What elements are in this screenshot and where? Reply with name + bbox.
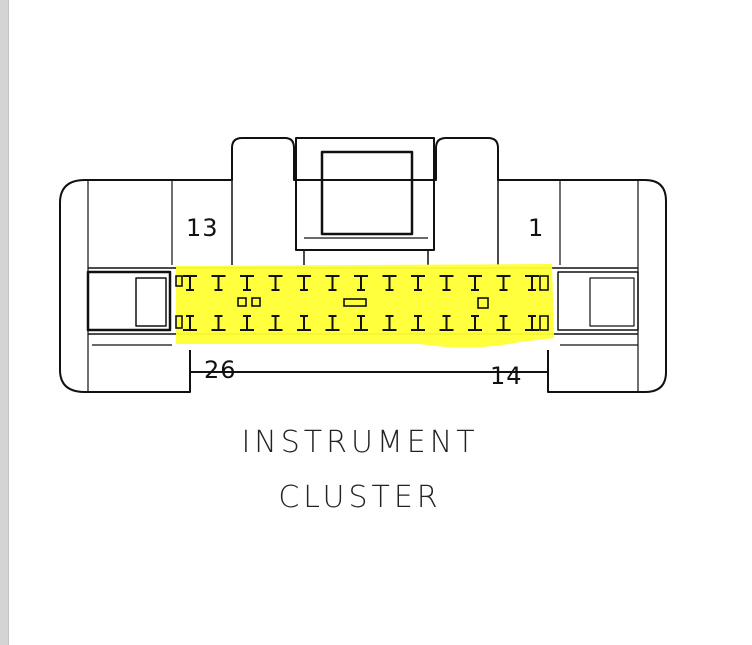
caption-line-1: INSTRUMENT (241, 425, 479, 460)
terminal-pin-top (268, 275, 283, 291)
terminal-pin-top (183, 275, 197, 291)
top-pin-row (183, 275, 539, 291)
key-tab (251, 297, 261, 307)
bottom-pin-row (183, 315, 539, 331)
terminal-pin-top (411, 275, 425, 291)
terminal-pin-top (525, 275, 539, 291)
terminal-pin-top (297, 275, 311, 291)
terminal-pin-top (240, 275, 254, 291)
end-tab (539, 315, 549, 331)
terminal-pin-top (325, 275, 340, 291)
terminal-pin-top (468, 275, 482, 291)
terminal-pin-bottom (211, 315, 226, 331)
pin-label-13: 13 (186, 214, 219, 242)
caption-line-2: CLUSTER (278, 480, 442, 515)
center-latch (295, 137, 435, 251)
right-cavity (557, 271, 639, 331)
terminal-pin-bottom (240, 315, 254, 331)
end-tab (175, 275, 183, 287)
left-cavity (86, 270, 172, 332)
end-tab (539, 275, 549, 291)
terminal-pin-top (496, 275, 511, 291)
key-tab (343, 298, 367, 307)
terminal-pin-top (211, 275, 226, 291)
key-tab (237, 297, 247, 307)
page-left-border (0, 0, 9, 645)
terminal-pin-bottom (525, 315, 539, 331)
pin-label-26: 26 (204, 356, 237, 384)
connector-housing-outline (59, 137, 667, 393)
terminal-pin-bottom (382, 315, 397, 331)
terminal-pin-bottom (268, 315, 283, 331)
key-tab (477, 297, 489, 309)
terminal-pin-top (439, 275, 454, 291)
terminal-pin-bottom (411, 315, 425, 331)
end-tab (175, 315, 183, 329)
terminal-pin-bottom (468, 315, 482, 331)
terminal-pin-bottom (183, 315, 197, 331)
terminal-pin-top (354, 275, 368, 291)
terminal-pin-bottom (439, 315, 454, 331)
pin-label-1: 1 (528, 214, 544, 242)
terminal-pin-bottom (496, 315, 511, 331)
terminal-pin-top (382, 275, 397, 291)
terminal-pin-bottom (325, 315, 340, 331)
terminal-pin-bottom (297, 315, 311, 331)
terminal-pin-bottom (354, 315, 368, 331)
pin-label-14: 14 (490, 362, 523, 390)
